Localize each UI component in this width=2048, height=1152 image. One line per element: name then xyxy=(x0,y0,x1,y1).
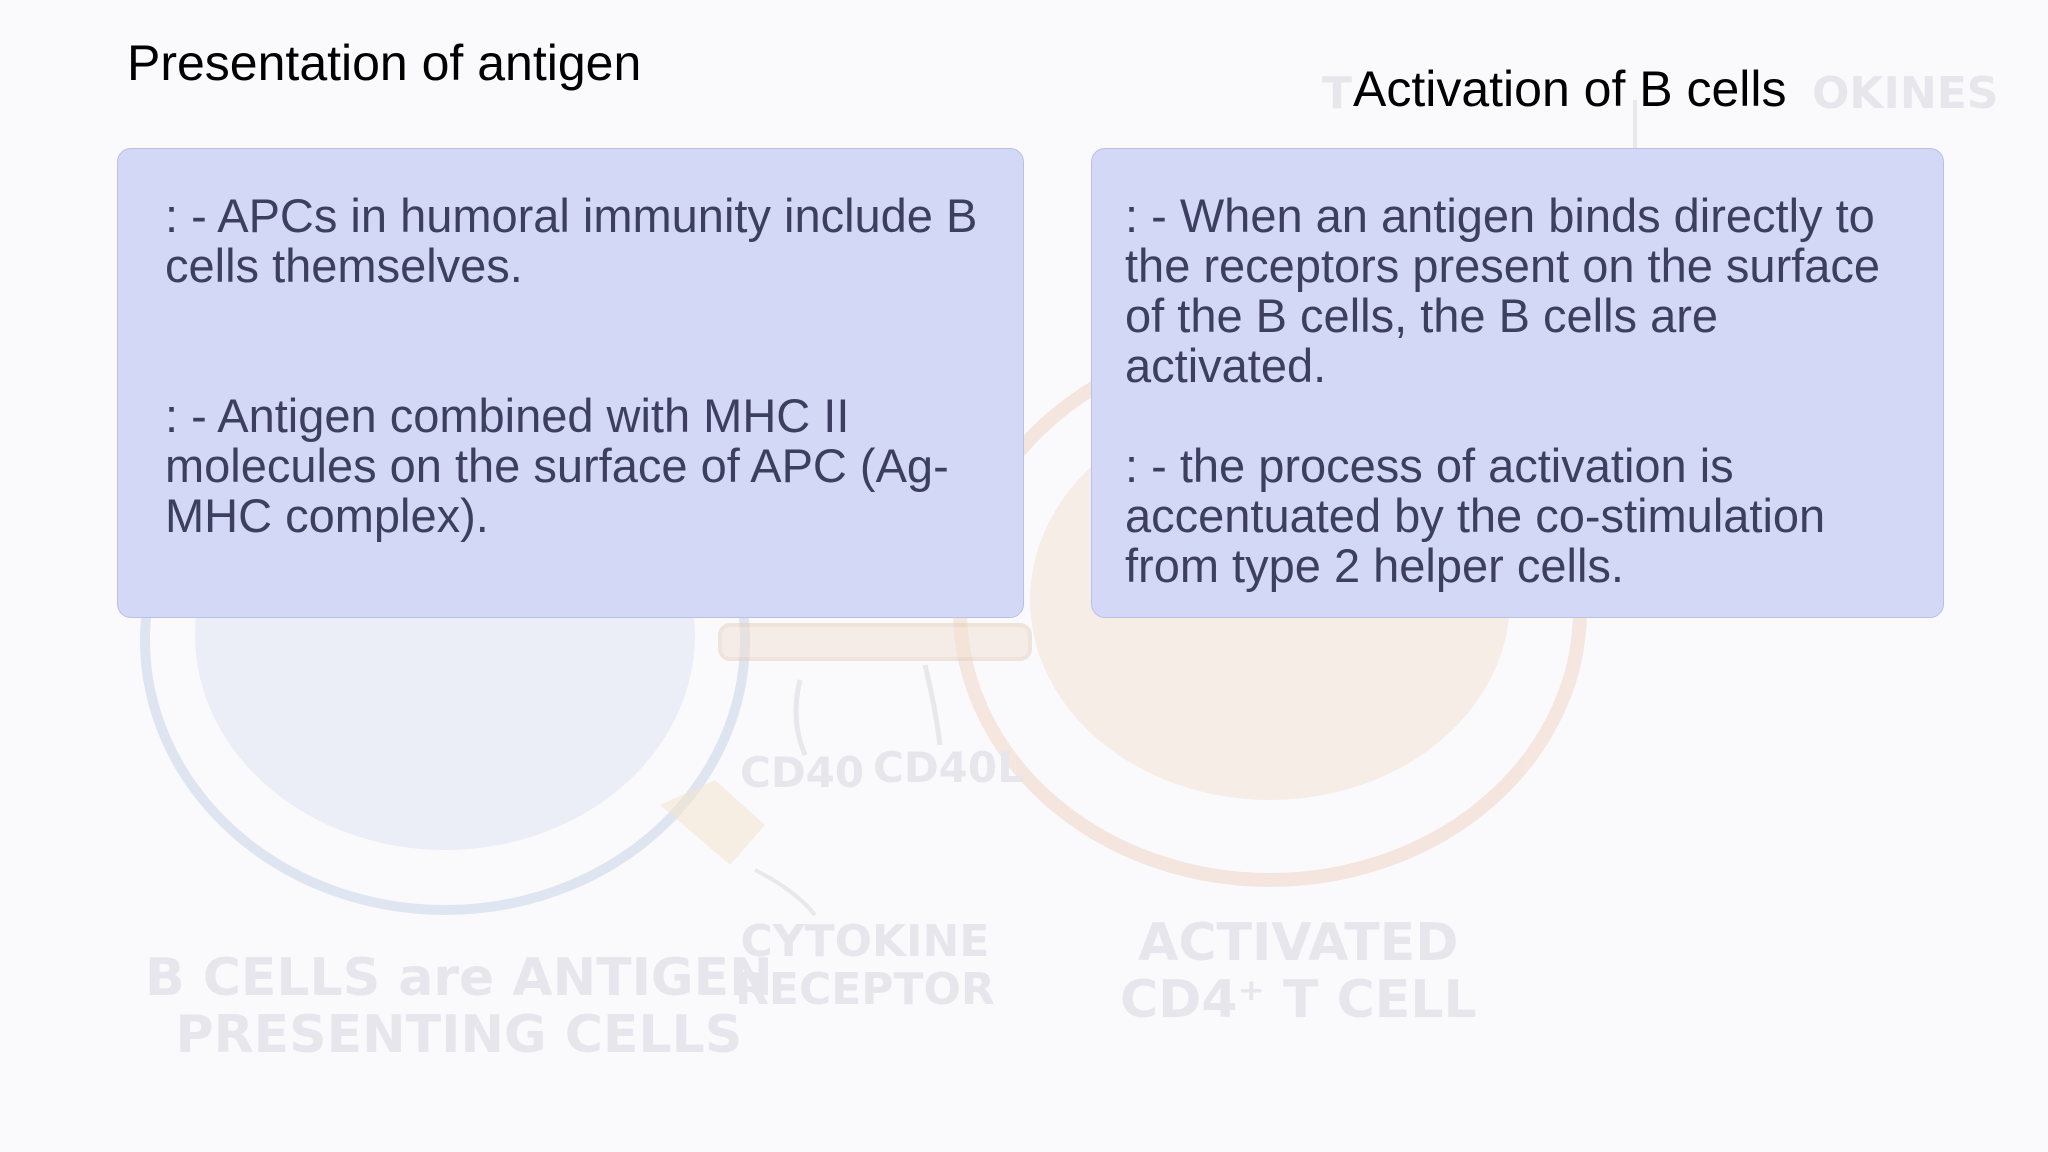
bg-label-cytokine-line2: RECEPTOR xyxy=(735,964,995,1016)
bg-label-activated-line1: ACTIVATED xyxy=(1138,913,1459,973)
activation-of-b-cells-card: : - When an antigen binds directly to th… xyxy=(1091,148,1944,618)
bg-label-cd40l: CD40L xyxy=(873,743,1024,792)
bg-label-cytokine-receptor: CYTOKINE RECEPTOR xyxy=(735,916,995,1016)
presentation-of-antigen-card: : - APCs in humoral immunity include B c… xyxy=(117,148,1024,618)
receptor-bridge xyxy=(660,100,1637,917)
antigen-point-2: : - Antigen combined with MHC II molecul… xyxy=(165,389,949,542)
bg-label-bcells-line2: PRESENTING CELLS xyxy=(175,1005,743,1066)
bg-label-activated-line2: CD4⁺ T CELL xyxy=(1120,970,1477,1031)
bg-label-cd40: CD40 xyxy=(740,748,865,797)
activation-point-2: : - the process of activation is accentu… xyxy=(1125,439,1826,592)
bg-label-cytokine-line1: CYTOKINE xyxy=(740,916,990,967)
activation-point-1: : - When an antigen binds directly to th… xyxy=(1125,189,1881,392)
antigen-point-1: : - APCs in humoral immunity include B c… xyxy=(165,189,978,292)
bg-label-bcells-line1: B CELLS are ANTIGEN xyxy=(145,948,773,1008)
right-heading: Activation of B cells xyxy=(1353,61,1787,117)
bg-label-b-cells-apc: B CELLS are ANTIGEN PRESENTING CELLS xyxy=(145,948,773,1066)
left-heading: Presentation of antigen xyxy=(127,35,642,91)
bg-label-top-right: OKINES xyxy=(1812,68,1999,119)
bg-label-top-left: T xyxy=(1322,68,1353,119)
bg-label-activated-t-cell: ACTIVATED CD4⁺ T CELL xyxy=(1120,913,1477,1031)
